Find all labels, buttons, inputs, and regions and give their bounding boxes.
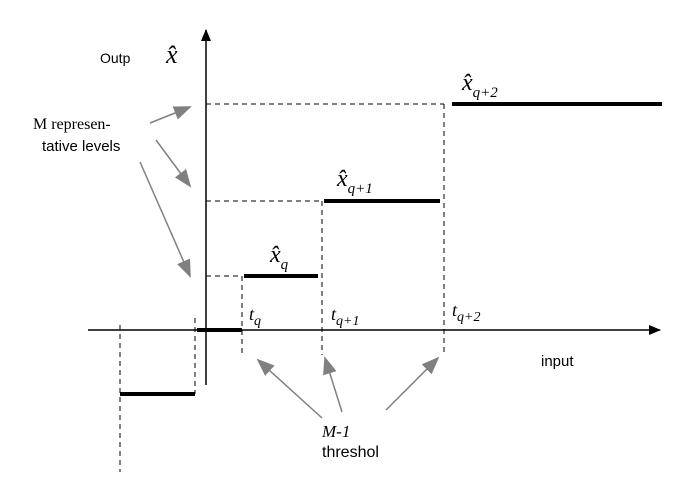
threshold-label-q1-sub: q+1	[336, 314, 359, 329]
level-arrows	[139, 106, 192, 278]
thresholds-caption-line2: threshol	[322, 444, 379, 461]
level-label-q: x̂q	[269, 242, 289, 273]
level-label-q-sub: q	[281, 257, 289, 273]
threshold-label-q2: tq+2	[452, 300, 480, 325]
quantizer-steps	[120, 102, 662, 396]
levels-caption-line2: tative levels	[42, 138, 120, 155]
dashed-guides	[119, 103, 445, 472]
level-label-q2-sub: q+2	[473, 85, 499, 101]
level-label-q1-base: x̂	[336, 166, 348, 192]
level-label-q2-base: x̂	[461, 70, 473, 96]
threshold-label-q-sub: q	[254, 314, 261, 329]
thresholds-caption-line1: M-1	[321, 422, 350, 441]
threshold-label-q-base: t	[249, 304, 255, 324]
threshold-label-q1-base: t	[331, 304, 337, 324]
levels-caption-line1: M represen-	[33, 116, 111, 133]
input-label: input	[541, 353, 574, 370]
output-symbol: x̂	[165, 40, 178, 69]
level-label-q-base: x̂	[269, 242, 281, 268]
level-label-q1-sub: q+1	[348, 181, 373, 197]
threshold-label-q: tq	[249, 304, 261, 329]
threshold-label-q2-sub: q+2	[457, 310, 480, 325]
output-label: Outp	[100, 50, 131, 66]
threshold-arrows	[256, 356, 440, 419]
level-label-q2: x̂q+2	[461, 70, 498, 101]
threshold-label-q1: tq+1	[331, 304, 359, 329]
threshold-label-q2-base: t	[452, 300, 458, 320]
level-label-q1: x̂q+1	[336, 166, 373, 197]
